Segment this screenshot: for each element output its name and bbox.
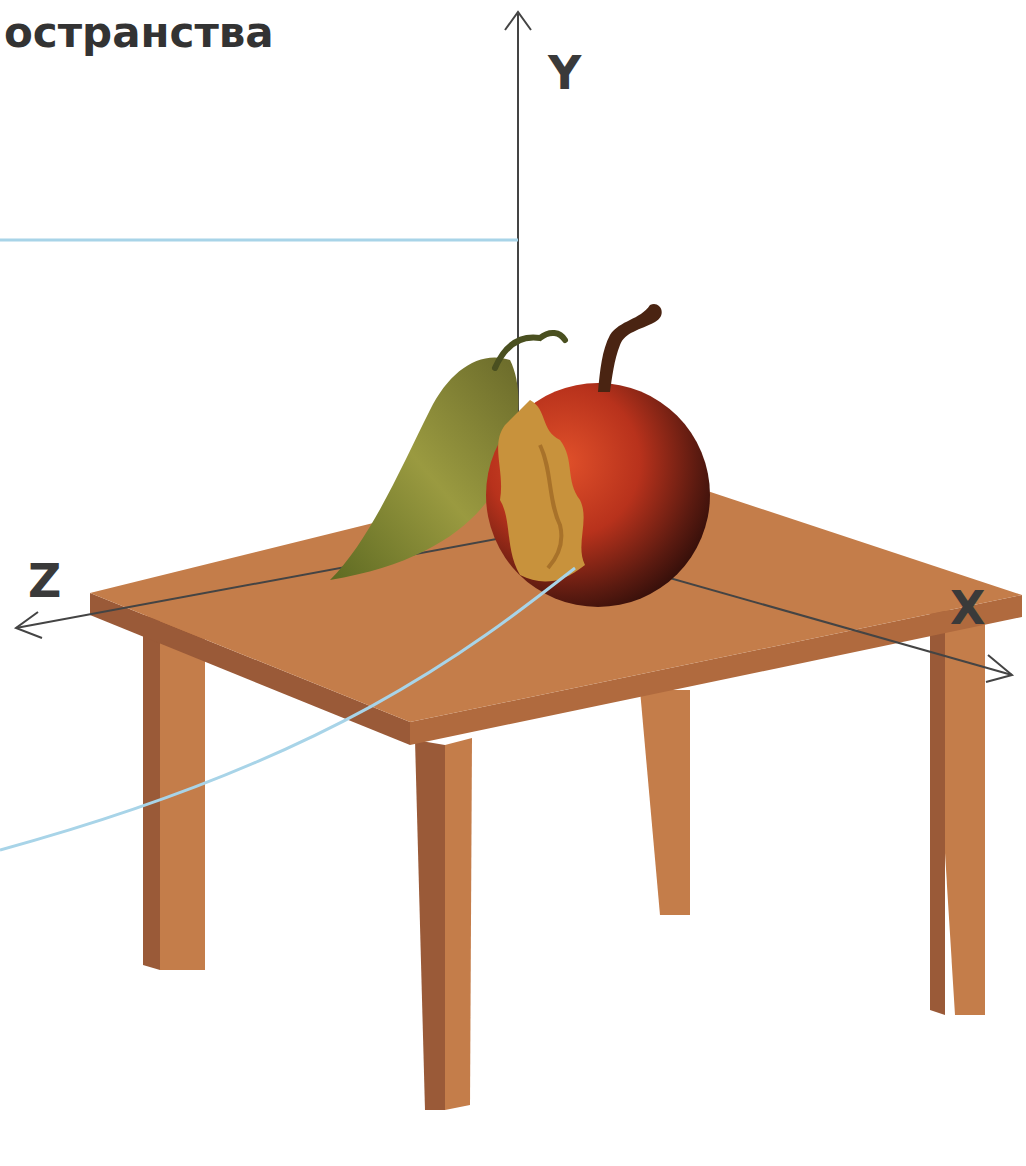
apple-stem — [598, 304, 662, 392]
leader-line — [0, 239, 518, 242]
table-leg — [143, 615, 205, 970]
z-axis — [16, 535, 518, 628]
apple-bite — [498, 400, 585, 582]
axis-label: Y — [548, 50, 581, 96]
apple-bite-shade — [540, 445, 561, 568]
pepper-stem — [495, 333, 565, 368]
table-leg — [930, 610, 945, 1015]
axis-label: Z — [28, 558, 61, 604]
apple — [486, 383, 710, 607]
table-leg — [143, 615, 160, 970]
page-title: остранства — [4, 12, 274, 54]
axis-label: X — [950, 585, 985, 631]
axis-arrowhead — [986, 655, 1012, 682]
leader-line — [0, 568, 575, 850]
axis-arrowhead — [505, 12, 531, 30]
table-leg — [445, 738, 472, 1110]
table-leg — [640, 690, 690, 915]
axis-arrowhead — [16, 612, 42, 638]
table-leg — [930, 610, 985, 1015]
table-leg — [415, 740, 445, 1110]
